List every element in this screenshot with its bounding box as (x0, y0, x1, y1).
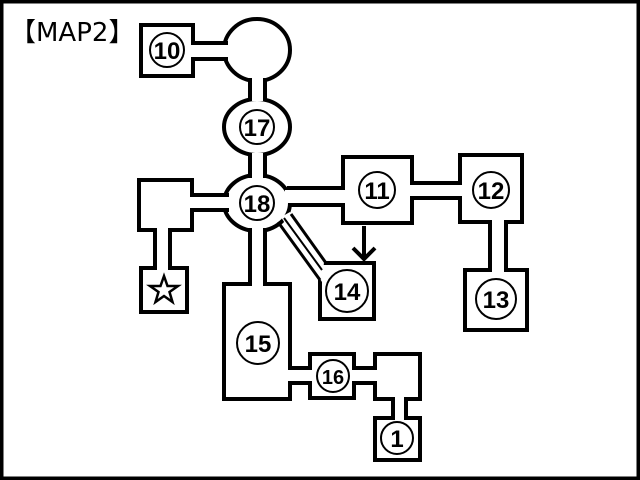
room-label-13: 13 (483, 287, 510, 314)
room-label-14: 14 (334, 279, 361, 306)
corridors (153, 41, 508, 420)
star-icon (146, 272, 182, 306)
corridor-left-18 (190, 193, 229, 212)
corridor-15-16 (288, 366, 312, 385)
corridor-12-13 (488, 220, 508, 272)
room-label-12: 12 (478, 178, 505, 205)
corridor-17-18 (248, 153, 267, 178)
room-label-16: 16 (322, 367, 344, 389)
corridor-18-14 (276, 212, 328, 282)
down-arrow-icon (351, 226, 377, 262)
corridor-11-12 (410, 181, 462, 200)
badge-12 (472, 171, 510, 209)
room-label-18: 18 (244, 191, 271, 218)
corridor-right-1 (391, 397, 408, 420)
corridor-16-right (352, 366, 377, 385)
badge-10 (149, 32, 185, 68)
corridor-top-17 (248, 78, 267, 101)
room-label-15: 15 (245, 331, 272, 358)
badge-17 (239, 109, 275, 145)
room-left (137, 178, 194, 232)
badge-16 (316, 359, 350, 393)
room-top-circle (222, 17, 292, 83)
room-label-10: 10 (154, 38, 181, 65)
badge-14 (325, 269, 369, 313)
corridor-18-15 (248, 228, 267, 286)
map-title: 【MAP2】 (10, 18, 135, 48)
badge-15 (236, 321, 280, 365)
room-label-17: 17 (244, 115, 271, 142)
corridor-left-star (153, 228, 172, 270)
badge-13 (475, 278, 517, 320)
room-label-11: 11 (364, 178, 389, 205)
badge-18 (239, 185, 275, 221)
corridor-18-11 (285, 186, 345, 207)
corridor-10-top (191, 41, 228, 61)
room-right (373, 352, 422, 401)
badge-11 (358, 171, 396, 209)
room-label-1: 1 (390, 426, 403, 453)
badge-1 (380, 421, 414, 455)
